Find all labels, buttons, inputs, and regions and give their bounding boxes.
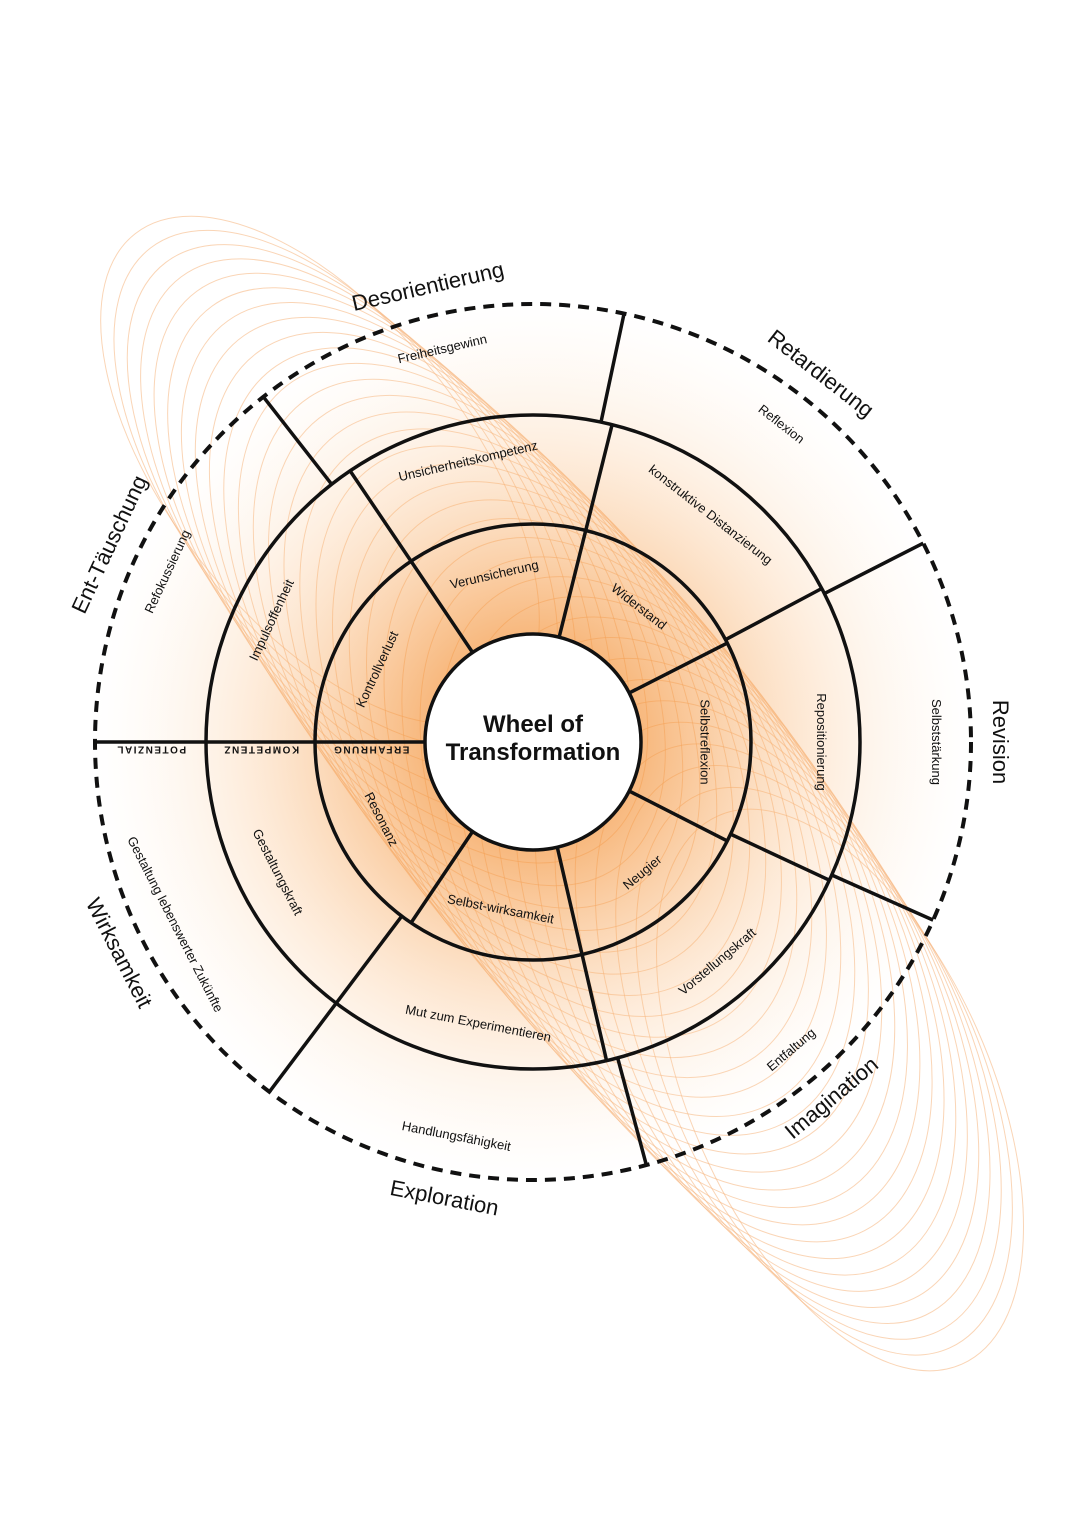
level-label-potenzial: POTENZIAL	[116, 743, 186, 754]
outer-label-exploration: Exploration	[388, 1175, 501, 1221]
divider-middle-3	[729, 832, 831, 882]
divider-middle-0	[348, 469, 413, 563]
outer-label-revision: Revision	[988, 700, 1013, 784]
level-labels: ERFAHRUNG KOMPETENZ POTENZIAL	[116, 743, 410, 754]
wheel-title-line-1: Wheel of	[483, 711, 584, 738]
divider-inner-3	[628, 789, 729, 843]
divider-middle-5	[334, 915, 404, 1005]
divider-middle-4	[580, 954, 609, 1062]
divider-middle-1	[584, 424, 614, 531]
wheel-title-line-2: Transformation	[446, 739, 621, 766]
level-label-kompetenz: KOMPETENZ	[223, 743, 299, 754]
divider-outer-2	[823, 541, 925, 596]
sector-dividers	[95, 313, 934, 1166]
level-label-erfahrung: ERFAHRUNG	[333, 743, 410, 754]
divider-inner-5	[409, 830, 475, 924]
divider-outer-5	[268, 1002, 338, 1093]
divider-outer-3	[831, 873, 934, 922]
divider-inner-1	[557, 530, 588, 638]
divider-inner-2	[628, 641, 729, 695]
divider-middle-2	[724, 586, 823, 642]
erfahrung-label-revision: Selbstreflexion	[698, 699, 713, 784]
divider-outer-0	[261, 395, 334, 486]
divider-inner-4	[555, 846, 584, 955]
divider-inner-0	[409, 560, 475, 654]
kompetenz-label-revision: Repositionierung	[814, 693, 829, 791]
divider-outer-1	[599, 313, 626, 423]
potenzial-label-revision: Selbststärkung	[929, 699, 944, 785]
divider-outer-4	[615, 1057, 649, 1166]
